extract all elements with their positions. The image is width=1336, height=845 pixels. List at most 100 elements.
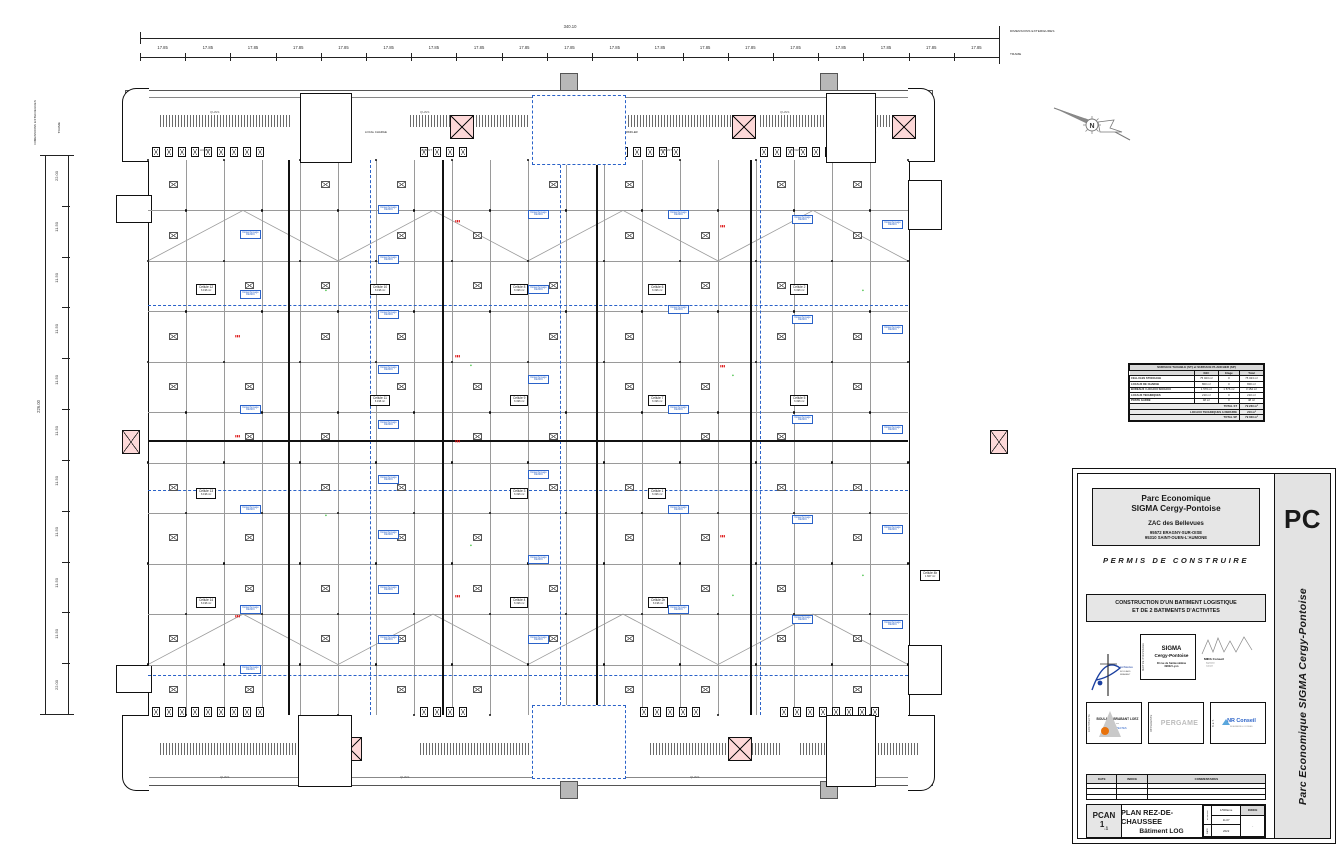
column-node (526, 562, 530, 565)
grid-line-vertical (414, 160, 415, 715)
dock-door (679, 707, 687, 717)
equipment-symbol (320, 483, 330, 491)
column-node (222, 360, 226, 364)
grid-line-vertical (452, 160, 453, 715)
grid-line-vertical (642, 160, 643, 715)
column-node (374, 259, 378, 263)
surface-total-value: 79 023 m² (1239, 414, 1264, 421)
cell-name: Cellule 10 (373, 285, 388, 289)
trame-tick (62, 256, 70, 258)
zone-label: QUAIS (220, 775, 230, 779)
date-value-2: 2022 (1210, 824, 1242, 837)
service-block (560, 781, 578, 799)
column-node (906, 158, 910, 162)
dock-door (152, 147, 160, 157)
trame-tick (411, 53, 413, 61)
column-node (792, 511, 796, 515)
equipment-symbol (624, 534, 634, 542)
logo-architecte: ARCHITECTE BOULARD BRABANT LOEZ ... ARCH… (1086, 702, 1142, 744)
column-node (602, 360, 606, 364)
column-node (260, 612, 264, 616)
column-node (564, 511, 568, 515)
equipment-symbol (320, 584, 330, 592)
stairwell-symbol (122, 430, 140, 454)
dock-door (152, 707, 160, 717)
equipment-symbol (244, 433, 254, 441)
equipment-symbol (472, 433, 482, 441)
grid-line-vertical (262, 160, 263, 715)
equipment-symbol (776, 635, 786, 643)
equipment-symbol (168, 635, 178, 643)
equipment-symbol (624, 483, 634, 491)
equipment-symbol (168, 383, 178, 390)
cell-name: Cellule 14 (199, 598, 214, 602)
grid-line-vertical (566, 160, 567, 715)
column-node (298, 663, 302, 666)
north-arrow: N (1052, 100, 1132, 150)
date-label: DATE (1203, 824, 1212, 837)
column-node (222, 158, 226, 162)
column-node (678, 360, 682, 364)
trame-tick (772, 53, 774, 61)
dock-door (256, 707, 264, 717)
cell-area: 6 196 m² (514, 492, 525, 496)
service-label: LOCAL CHARGE (365, 130, 387, 134)
zone-label: QUAIS (210, 110, 220, 114)
equipment-symbol (624, 332, 634, 340)
dock-door (178, 147, 186, 157)
equipment-symbol (776, 483, 786, 491)
stairwell-symbol (892, 115, 916, 139)
bay-dimension: 11.50 (54, 628, 59, 639)
cell-name: Cellule 13 (199, 489, 214, 493)
column-node (336, 612, 340, 616)
trame-tick (320, 53, 322, 61)
stairwell-symbol (728, 737, 752, 761)
trame-tick (682, 53, 684, 61)
owner-line1: Parc Economique (1141, 494, 1211, 503)
equipment-symbol (700, 231, 710, 239)
equipment-symbol (852, 332, 862, 340)
annex-right-top (908, 180, 942, 230)
logo-side-label-bet: B.E.T. (1212, 719, 1215, 727)
column-node (678, 461, 682, 465)
bet-mira-mark: MIRA Conseil Ingénierie Conseil (1200, 632, 1256, 668)
logo-side-label-architecte: ARCHITECTE (1088, 714, 1091, 732)
fire-wall (288, 160, 290, 715)
architect-emblem: Architectes BOULARD BRABANT (1086, 650, 1140, 700)
svg-text:Architectes: Architectes (1120, 665, 1134, 669)
column-node (716, 410, 720, 414)
dock-door (666, 707, 674, 717)
zone-label: AUVENT (200, 148, 213, 152)
bay-dimension: 11.50 (54, 323, 59, 334)
equipment-symbol (548, 483, 558, 491)
permit-title: PERMIS DE CONSTRUIRE (1102, 556, 1250, 565)
cell-name: Cellule 4 (513, 598, 526, 602)
column-node (678, 663, 682, 666)
equipment-symbol (320, 433, 330, 441)
dock-door (191, 147, 199, 157)
project-description: CONSTRUCTION D'UN BATIMENT LOGISTIQUE ET… (1086, 594, 1266, 622)
svg-text:Conseil: Conseil (1206, 666, 1213, 668)
dock-door (243, 707, 251, 717)
equipment-symbol (548, 181, 558, 189)
column-node (374, 158, 378, 162)
column-node (184, 310, 188, 313)
ramp-top-left (122, 88, 149, 162)
column-node (336, 310, 340, 313)
column-node (488, 713, 492, 717)
dock-door (217, 707, 225, 717)
column-node (260, 310, 264, 313)
zone-label: AUVENT (790, 148, 803, 152)
logo-side-label-paysagiste: PAYSAGISTE (1150, 714, 1153, 732)
equipment-symbol (168, 181, 178, 189)
surface-table-title: SURFACE TAXABLE (ST) et SURFACE PLANCHER… (1129, 364, 1264, 371)
